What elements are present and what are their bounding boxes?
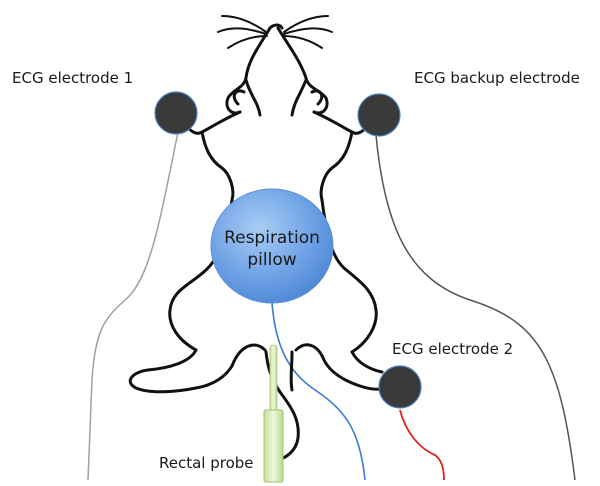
whiskers-icon — [217, 15, 333, 49]
ecg-backup-electrode-label: ECG backup electrode — [414, 69, 580, 87]
respiration-pillow-label-line2: pillow — [247, 250, 296, 270]
ecg-electrode-2-lead — [399, 409, 445, 481]
ecg-backup-electrode-lead — [375, 134, 576, 481]
respiration-pillow — [210, 188, 334, 304]
respiration-pillow-line — [271, 302, 366, 481]
ecg-electrode-1-lead — [87, 131, 179, 481]
rectal-probe-label: Rectal probe — [159, 454, 254, 472]
ecg-backup-electrode — [357, 93, 401, 137]
ecg-electrode-1 — [154, 91, 198, 135]
ecg-electrode-2 — [378, 365, 422, 409]
ecg-electrode-2-label: ECG electrode 2 — [392, 340, 513, 358]
respiration-pillow-label-line1: Respiration — [224, 228, 320, 248]
paws-icon — [178, 104, 376, 128]
rectal-probe-icon — [263, 344, 284, 483]
ecg-electrode-1-label: ECG electrode 1 — [12, 69, 133, 87]
